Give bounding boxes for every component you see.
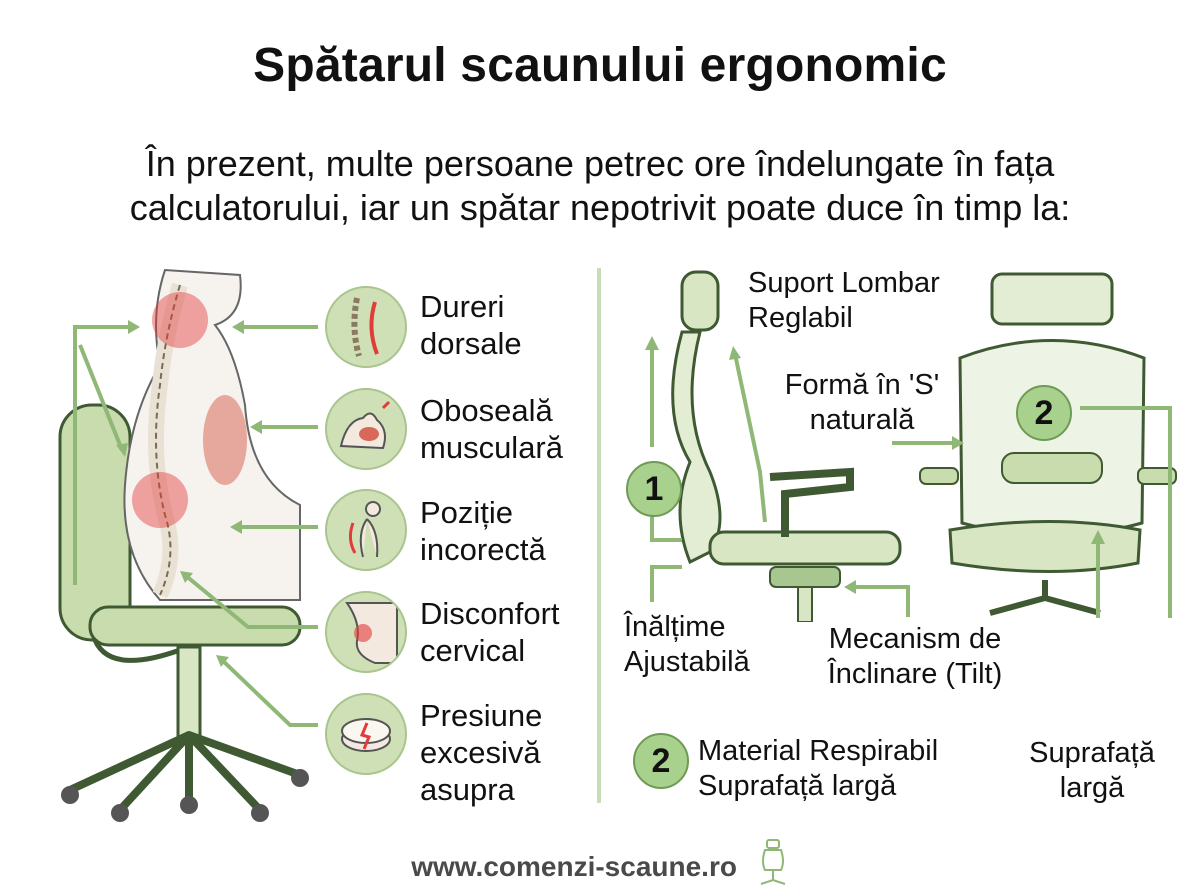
- footer: www.comenzi-scaune.ro: [0, 838, 1200, 895]
- feature-height: Înălțime Ajustabilă: [624, 611, 750, 678]
- pain-spot-lower: [132, 472, 188, 528]
- arrow-left-top: [73, 325, 135, 585]
- arrow-head: [250, 420, 262, 434]
- arrow-diag: [78, 344, 124, 451]
- badge-number-2-legend: 2: [633, 733, 689, 789]
- arrow-head: [729, 346, 741, 360]
- disc-pressure-icon: [325, 693, 407, 775]
- arrow-height-1: [650, 517, 682, 542]
- arrow-head: [128, 320, 140, 334]
- problem-label-muscle-fatigue: Oboseală musculară: [420, 393, 563, 465]
- front-armrest-left: [919, 467, 959, 485]
- muscle-fatigue-icon: [325, 388, 407, 470]
- feature-material: Material Respirabil Suprafață largă: [698, 735, 939, 802]
- chair-gas-lift: [176, 645, 202, 739]
- arrow-head: [116, 443, 128, 457]
- arrow-head: [1091, 530, 1105, 544]
- spine-outline: [155, 284, 181, 596]
- side-backrest: [671, 330, 722, 565]
- badge-number-1: 1: [626, 461, 682, 517]
- arrow-s-shape: [733, 353, 767, 523]
- tilt-mechanism: [769, 566, 841, 588]
- arrow-head: [645, 336, 659, 350]
- lumbar-pad: [1001, 452, 1103, 484]
- pain-spot-upper: [152, 292, 208, 348]
- bad-posture-icon: [325, 489, 407, 571]
- problem-label-neck: Disconfort cervical: [420, 596, 560, 668]
- headrest: [680, 270, 720, 332]
- muscle-highlight: [203, 395, 247, 485]
- problem-label-pressure: Presiune excesivă asupra: [420, 698, 543, 807]
- front-armrest-right: [1137, 467, 1177, 485]
- front-base: [989, 580, 1101, 616]
- arrow-head: [180, 571, 193, 583]
- feature-tilt: Mecanism de Înclinare (Tilt): [827, 623, 1003, 690]
- arrow-tilt: [852, 585, 910, 617]
- badge-number-2: 2: [1016, 385, 1072, 441]
- arrow-head: [952, 436, 964, 450]
- chair-wheel: [61, 786, 79, 804]
- page-title: Spătarul scaunului ergonomic: [253, 39, 947, 92]
- arrow-head: [230, 520, 242, 534]
- problem-label-posture: Poziție incorectă: [420, 495, 546, 567]
- feature-lumbar: Suport Lombar Reglabil: [748, 267, 940, 334]
- side-chair-illustration: [645, 270, 910, 622]
- chair-wheel: [291, 769, 309, 787]
- arrow-surface-right: [1080, 406, 1172, 618]
- problem-label-back-pain: Dureri dorsale: [420, 289, 522, 361]
- intro-text: În prezent, multe persoane petrec ore în…: [129, 143, 1071, 228]
- website-link[interactable]: www.comenzi-scaune.ro: [411, 850, 737, 882]
- chair-wheel: [111, 804, 129, 822]
- side-gas-lift: [797, 586, 813, 622]
- chair-wheel: [251, 804, 269, 822]
- arrow-right-4: [183, 573, 318, 629]
- chair-back-support: [92, 638, 181, 663]
- neck-pain-icon: [325, 591, 407, 673]
- arrow-head: [232, 320, 244, 334]
- arrow-height-2: [650, 565, 682, 602]
- section-divider: [597, 268, 601, 803]
- feature-surface: Suprafață largă: [1029, 737, 1155, 804]
- side-seat: [708, 530, 902, 566]
- arrow-right-5: [220, 658, 318, 727]
- armrest: [769, 467, 854, 537]
- arrow-head: [216, 655, 229, 667]
- spine-pain-icon: [325, 286, 407, 368]
- chair-logo-icon: [755, 838, 789, 895]
- front-headrest: [990, 272, 1114, 326]
- chair-base: [66, 731, 304, 814]
- front-seat: [948, 520, 1142, 573]
- feature-s-shape: Formă în 'S' naturală: [784, 369, 940, 436]
- sitting-person-illustration: [58, 268, 318, 822]
- chair-wheel: [180, 796, 198, 814]
- arrow-head: [844, 580, 856, 594]
